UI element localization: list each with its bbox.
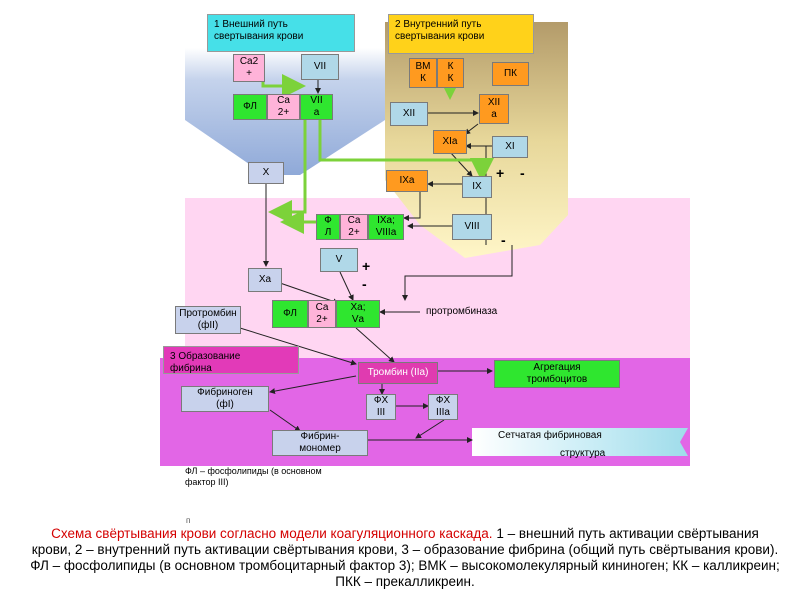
node-x: X [248,162,284,184]
node-ca2-tenase: Ca 2+ [340,214,368,240]
minus-sign-viii: - [501,232,506,248]
node-viii: VIII [452,214,492,240]
minus-sign-common: - [362,276,367,292]
node-pk: ПК [492,62,529,86]
node-xa-va: Xа; Vа [336,300,380,328]
caption-lead: Схема свёртывания крови согласно модели … [51,526,493,541]
node-xi: XI [492,136,528,158]
node-ixa: IXа [386,170,428,192]
plus-sign-common: + [362,258,371,274]
arrow-v-xava [339,271,354,301]
node-xia: XIа [433,130,467,154]
node-xii: XII [390,102,428,126]
arrow-thrombin-fibrinogen [269,375,357,395]
minus-sign-intrinsic: - [520,165,525,181]
stray-mark: п [186,516,191,525]
node-ca2-extrinsic: Ca 2+ [267,94,300,120]
arrow-ixa-complex [403,192,421,221]
node-fl-prothrombinase: ФЛ [272,300,308,328]
node-fibrin-monomer: Фибрин- мономер [272,430,368,456]
node-ix: IX [462,176,492,198]
node-v: V [320,248,358,272]
intrinsic-pathway-header: 2 Внутренний путь свертывания крови [388,14,534,54]
figure-caption: Схема свёртывания крови согласно модели … [30,526,780,590]
label-fibrin-network-2: структура [560,448,606,459]
node-vmk: ВМ К [409,58,437,88]
node-fibrinogen: Фибриноген (фI) [181,386,269,412]
node-xa: Xа [248,268,282,292]
node-thrombin: Тромбин (IIа) [358,362,438,384]
arrow-xa-xava [279,282,339,305]
fibrin-network-shape [472,428,688,456]
arrow-xiia-xia [464,123,479,135]
arrow-xia-ix [449,151,473,177]
node-kk: К К [437,58,464,88]
plus-sign-intrinsic: + [496,165,505,181]
node-ca2-plus: Ca2 + [233,54,265,82]
green-arrow-viia-ix [318,118,494,182]
node-fxiiia: ФХ IIIа [428,394,458,420]
phospholipid-note: ФЛ – фосфолипиды (в основном фактор III) [185,466,322,487]
node-vii: VII [301,54,339,80]
fibrin-formation-header: 3 Образование фибрина [163,346,299,374]
node-ixa-viiia: IXа; VIIIа [368,214,404,240]
arrow-fxiiia-network [415,419,445,439]
node-ca2-prothrombinase: Ca 2+ [308,300,336,328]
caption-body: 1 – внешний путь активации свёртывания к… [30,526,780,589]
arrow-xava-thrombin [355,327,395,363]
green-arrow-ca [261,74,306,98]
extrinsic-pathway-header: 1 Внешний путь свертывания крови [207,14,355,52]
node-prothrombin: Протромбин (фII) [175,306,241,334]
node-fl-tenase: Ф Л [316,214,340,240]
label-prothrombinase: протромбиназа [426,306,498,317]
green-triangle [444,88,456,100]
node-viia: VII а [300,94,333,120]
arrow-thrombin-feedback [402,245,513,301]
node-xiia: XII а [479,94,509,124]
node-fxiii: ФХ III [366,394,396,420]
node-fl-extrinsic: ФЛ [233,94,267,120]
arrow-fibrinogen-monomer [269,409,301,432]
label-fibrin-network-1: Сетчатая фибриновая [498,430,602,441]
node-platelet-aggregation: Агрегация тромбоцитов [494,360,620,388]
